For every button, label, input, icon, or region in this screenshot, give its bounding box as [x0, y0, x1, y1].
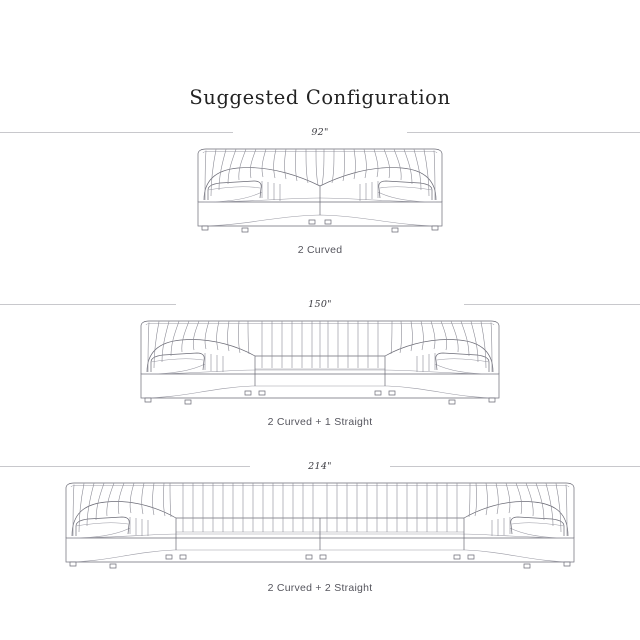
dimension-row: 214" — [0, 458, 640, 474]
dimension-rule-right — [407, 132, 640, 133]
sofa-drawing-2-curved-1-straight — [0, 312, 640, 408]
configuration-block-1: 92" — [0, 124, 640, 256]
sofa-svg — [137, 312, 503, 408]
dimension-label: 92" — [302, 126, 338, 138]
sofa-outline — [141, 321, 499, 404]
channel-ribs-right-curved — [469, 483, 567, 536]
seat-fan-ribs — [262, 181, 378, 201]
dimension-row: 92" — [0, 124, 640, 140]
configuration-caption: 2 Curved — [297, 244, 343, 256]
channel-ribs-left-curved — [148, 321, 249, 372]
dimension-rule-left — [0, 132, 233, 133]
sofa-outline — [198, 149, 442, 232]
configuration-block-2: 150" — [0, 296, 640, 428]
channel-ribs-right — [322, 149, 435, 200]
dimension-label: 150" — [299, 298, 341, 310]
dimension-label: 214" — [299, 460, 341, 472]
sofa-svg — [62, 474, 578, 574]
configuration-caption: 2 Curved + 1 Straight — [267, 416, 373, 428]
channel-ribs-straight-1 — [183, 483, 313, 532]
sofa-drawing-2-curved-2-straight — [0, 474, 640, 574]
channel-ribs-left-curved — [73, 483, 171, 536]
channel-ribs-straight-2 — [327, 483, 457, 532]
sofa-drawing-2-curved — [0, 140, 640, 236]
dimension-rule-right — [390, 466, 640, 467]
channel-ribs-straight — [262, 321, 378, 368]
dimension-rule-left — [0, 466, 250, 467]
dimension-rule-left — [0, 304, 176, 305]
seat-fan-ribs — [130, 517, 510, 536]
dimension-rule-right — [464, 304, 640, 305]
dimension-row: 150" — [0, 296, 640, 312]
sofa-svg — [194, 140, 446, 236]
channel-ribs-left — [205, 149, 318, 200]
seat-fan-ribs — [205, 353, 435, 372]
configuration-caption: 2 Curved + 2 Straight — [267, 582, 373, 594]
sofa-outline — [66, 483, 574, 568]
channel-ribs-right-curved — [391, 321, 492, 372]
configuration-block-3: 214" — [0, 458, 640, 594]
page-title: Suggested Configuration — [189, 86, 451, 109]
